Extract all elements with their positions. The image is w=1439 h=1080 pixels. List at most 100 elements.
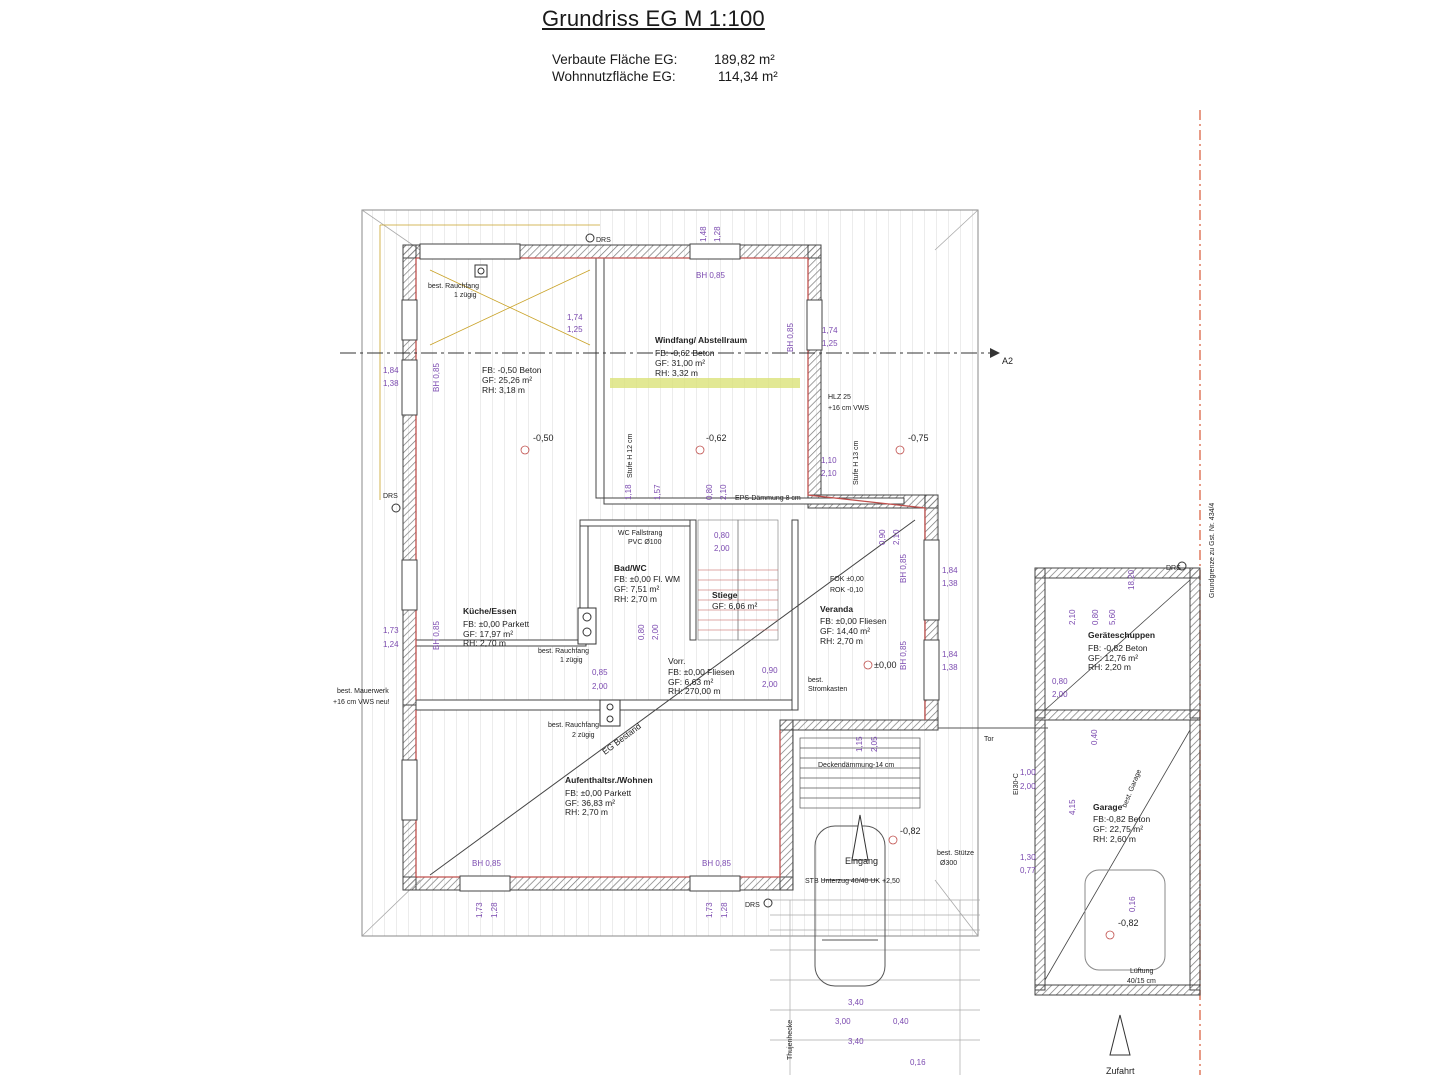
svg-text:STB Unterzug 40/40 UK +2,50: STB Unterzug 40/40 UK +2,50	[805, 878, 900, 885]
svg-text:3,40: 3,40	[848, 1037, 864, 1046]
svg-text:±0,00: ±0,00	[874, 660, 896, 670]
svg-text:FB: ±0,00 Fliesen: FB: ±0,00 Fliesen	[668, 667, 735, 677]
svg-text:-0,50: -0,50	[533, 433, 554, 443]
svg-text:FOK ±0,00: FOK ±0,00	[830, 576, 864, 583]
svg-text:RH: 2,70 m: RH: 2,70 m	[614, 594, 657, 604]
eingang-arrow-icon	[851, 814, 869, 861]
svg-text:Thujenhecke: Thujenhecke	[787, 1020, 794, 1060]
svg-text:GF: 7,51 m²: GF: 7,51 m²	[614, 584, 660, 594]
svg-text:-0,82: -0,82	[900, 826, 921, 836]
svg-text:1,24: 1,24	[383, 640, 399, 649]
svg-text:0,80: 0,80	[1091, 609, 1100, 625]
svg-text:Stufe H 12 cm: Stufe H 12 cm	[627, 433, 634, 478]
room-garage: Garage FB:-0,82 Beton GF: 22,75 m² RH: 2…	[1093, 802, 1150, 844]
svg-text:1,25: 1,25	[822, 339, 838, 348]
svg-text:2,00: 2,00	[1020, 782, 1036, 791]
svg-text:1,28: 1,28	[720, 902, 729, 918]
svg-text:FB: -0,50 Beton: FB: -0,50 Beton	[482, 365, 542, 375]
svg-text:1,00: 1,00	[1020, 768, 1036, 777]
svg-text:1,30: 1,30	[1020, 853, 1036, 862]
svg-text:0,40: 0,40	[893, 1017, 909, 1026]
svg-text:Vorr.: Vorr.	[668, 656, 685, 666]
svg-text:DRS: DRS	[745, 902, 760, 909]
svg-text:Geräteschuppen: Geräteschuppen	[1088, 630, 1155, 640]
svg-text:RH: 2,70 m: RH: 2,70 m	[820, 636, 863, 646]
svg-text:1,73: 1,73	[475, 902, 484, 918]
svg-text:FB: ±0,00 Fliesen: FB: ±0,00 Fliesen	[820, 616, 887, 626]
svg-text:1,25: 1,25	[567, 325, 583, 334]
stove-icon	[577, 607, 597, 645]
svg-text:2,00: 2,00	[714, 544, 730, 553]
svg-text:best.: best.	[808, 677, 823, 684]
svg-text:Aufenthaltsr./Wohnen: Aufenthaltsr./Wohnen	[565, 775, 653, 785]
svg-text:0,90: 0,90	[762, 666, 778, 675]
svg-text:2,00: 2,00	[762, 680, 778, 689]
room-kueche: Küche/Essen FB: ±0,00 Parkett GF: 17,97 …	[463, 606, 530, 648]
svg-text:-0,82: -0,82	[1118, 918, 1139, 928]
svg-text:HLZ 25: HLZ 25	[828, 394, 851, 401]
svg-text:5,60: 5,60	[1108, 609, 1117, 625]
svg-text:1,57: 1,57	[653, 484, 662, 500]
svg-text:0,80: 0,80	[714, 531, 730, 540]
svg-text:GF: 22,75 m²: GF: 22,75 m²	[1093, 824, 1143, 834]
svg-text:1,74: 1,74	[822, 326, 838, 335]
svg-text:2,10: 2,10	[719, 484, 728, 500]
svg-text:RH: 3,32 m: RH: 3,32 m	[655, 368, 698, 378]
svg-text:-0,62: -0,62	[706, 433, 727, 443]
svg-text:Garage: Garage	[1093, 802, 1123, 812]
section-label: A2	[1002, 356, 1013, 366]
drs-icon	[391, 233, 1187, 908]
room-bad: Bad/WC FB: ±0,00 Fl. WM GF: 7,51 m² RH: …	[614, 563, 680, 604]
svg-text:1,48: 1,48	[699, 226, 708, 242]
entrance-steps	[799, 737, 921, 809]
svg-text:+16 cm VWS neu!: +16 cm VWS neu!	[333, 699, 390, 706]
svg-text:2,10: 2,10	[1068, 609, 1077, 625]
svg-text:Deckendämmung-14 cm: Deckendämmung-14 cm	[818, 762, 894, 769]
svg-text:1 zügig: 1 zügig	[454, 292, 477, 299]
svg-text:-0,75: -0,75	[908, 433, 929, 443]
room-top-left: FB: -0,50 Beton GF: 25,26 m² RH: 3,18 m	[482, 365, 542, 395]
svg-text:ROK -0,10: ROK -0,10	[830, 587, 863, 594]
svg-text:DRS: DRS	[596, 237, 611, 244]
garage-diagonal	[1044, 729, 1191, 981]
svg-text:RH: 2,20 m: RH: 2,20 m	[1088, 662, 1131, 672]
svg-text:Lüftung: Lüftung	[1130, 968, 1153, 975]
svg-text:1,84: 1,84	[383, 366, 399, 375]
svg-text:Windfang/ Abstellraum: Windfang/ Abstellraum	[655, 335, 748, 345]
svg-text:3,40: 3,40	[848, 998, 864, 1007]
svg-text:Stufe H 13 cm: Stufe H 13 cm	[853, 440, 860, 485]
room-windfang: Windfang/ Abstellraum FB: -0,62 Beton GF…	[655, 335, 748, 378]
svg-text:GF: 6,06 m²: GF: 6,06 m²	[712, 601, 758, 611]
stair-steps	[698, 569, 778, 631]
svg-text:RH: 2,70 m: RH: 2,70 m	[463, 638, 506, 648]
svg-text:RH: 3,18 m: RH: 3,18 m	[482, 385, 525, 395]
area-value: 189,82 m²	[714, 52, 775, 67]
svg-text:2 zügig: 2 zügig	[572, 732, 595, 739]
svg-text:best. Rauchfang: best. Rauchfang	[548, 722, 599, 729]
plan-title: Grundriss EG M 1:100	[542, 6, 765, 31]
area-label: Verbaute Fläche EG:	[552, 52, 678, 67]
svg-text:EI30-C: EI30-C	[1013, 773, 1020, 795]
svg-text:0,16: 0,16	[1128, 896, 1137, 912]
svg-text:1,84: 1,84	[942, 566, 958, 575]
svg-text:GF: 6,63 m²: GF: 6,63 m²	[668, 677, 714, 687]
shed-walls	[1034, 567, 1201, 996]
svg-text:Eingang: Eingang	[845, 856, 878, 866]
svg-text:DRS: DRS	[1166, 565, 1181, 572]
level-markers	[520, 445, 1115, 940]
svg-text:0,80: 0,80	[705, 484, 714, 500]
svg-text:GF: 31,00 m²: GF: 31,00 m²	[655, 358, 705, 368]
svg-text:EPS-Dämmung 8 cm: EPS-Dämmung 8 cm	[735, 495, 801, 502]
svg-text:1,10: 1,10	[821, 456, 837, 465]
svg-text:GF: 17,97 m²: GF: 17,97 m²	[463, 629, 513, 639]
svg-text:BH 0,85: BH 0,85	[472, 859, 501, 868]
svg-text:DRS: DRS	[383, 493, 398, 500]
garage-diagonal	[1044, 579, 1191, 711]
svg-text:BH 0,85: BH 0,85	[696, 271, 725, 280]
annotations: DRS DRS DRS DRS best. Rauchfang 1 zügig …	[333, 237, 1216, 1076]
svg-text:BH 0,85: BH 0,85	[432, 363, 441, 392]
svg-text:1,73: 1,73	[383, 626, 399, 635]
room-vorr: Vorr. FB: ±0,00 Fliesen GF: 6,63 m² RH: …	[668, 656, 735, 696]
svg-text:FB: -0,62 Beton: FB: -0,62 Beton	[655, 348, 715, 358]
